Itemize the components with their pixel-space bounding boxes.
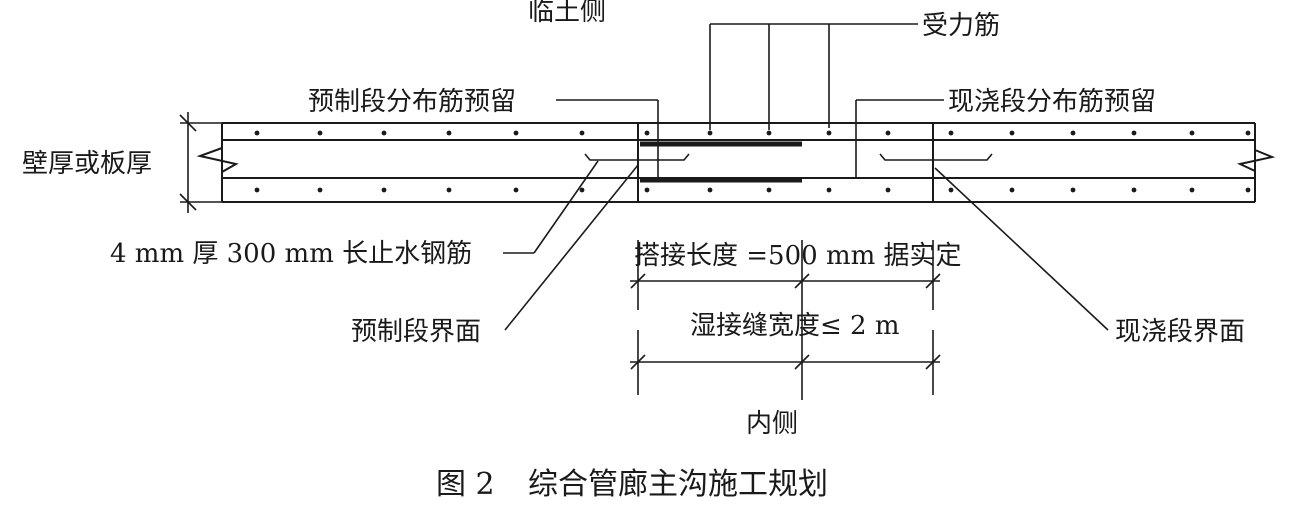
figure-title: 综合管廊主沟施工规划 [528,467,828,502]
rebar-dot [254,187,260,193]
rebar-dot [446,187,452,193]
label-wall-thickness: 壁厚或板厚 [22,149,152,179]
rebar-dot [513,130,519,136]
rebar-dot [1189,130,1195,136]
rebar-dot [948,187,954,193]
rebar-dot [1131,130,1137,136]
lap-length-dimension [630,240,941,400]
rebar-dot [707,187,713,193]
rebar-dot [513,187,519,193]
label-main-rebar: 受力筋 [922,11,1000,41]
rebar-dot [826,130,832,136]
break-line-right [1236,123,1276,202]
slab-outline [221,122,1256,203]
rebar-dot [1189,187,1195,193]
rebar-dot [948,130,954,136]
rebar-dot [1245,187,1251,193]
rebar-dot [826,187,832,193]
rebar-dot [766,130,772,136]
wet-joint-dimension [630,330,941,395]
rebar-dot [579,187,585,193]
rebar-dot [644,130,650,136]
rebar-dots [254,130,1251,193]
rebar-dot [1070,187,1076,193]
rebar-dot [885,130,891,136]
rebar-dot [1009,130,1015,136]
rebar-dot [1131,187,1137,193]
rebar-dot [1009,187,1015,193]
rebar-dot [885,187,891,193]
rebar-dot [446,130,452,136]
break-line-left [196,123,239,202]
label-cast-in-place-interface: 现浇段界面 [1115,317,1245,347]
label-waterstop-rebar: 4 mm 厚 300 mm 长止水钢筋 [110,239,472,269]
label-precast-distribution-reserve: 预制段分布筋预留 [308,87,516,117]
label-precast-interface: 预制段界面 [351,317,481,347]
rebar-dot [1245,130,1251,136]
label-soil-side: 临土侧 [528,0,606,27]
lapped-rebar [640,141,802,183]
rebar-dot [381,187,387,193]
rebar-dot [381,130,387,136]
rebar-dot [317,187,323,193]
label-cast-in-place-distribution-reserve: 现浇段分布筋预留 [948,87,1156,117]
rebar-dot [707,130,713,136]
rebar-dot [579,130,585,136]
wall-thickness-dimension [179,112,222,213]
rebar-dot [1070,130,1076,136]
leader-lines [503,23,1109,331]
rebar-dot [644,187,650,193]
label-inner-side: 内侧 [746,409,798,439]
figure-number: 图 2 [436,467,495,502]
rebar-dot [766,187,772,193]
label-lap-length: 搭接长度 =500 mm 据实定 [634,241,962,271]
rebar-dot [254,130,260,136]
waterstop-rebar-marks [584,153,993,161]
label-wet-joint-width: 湿接缝宽度≤ 2 m [690,311,900,341]
rebar-dot [317,130,323,136]
